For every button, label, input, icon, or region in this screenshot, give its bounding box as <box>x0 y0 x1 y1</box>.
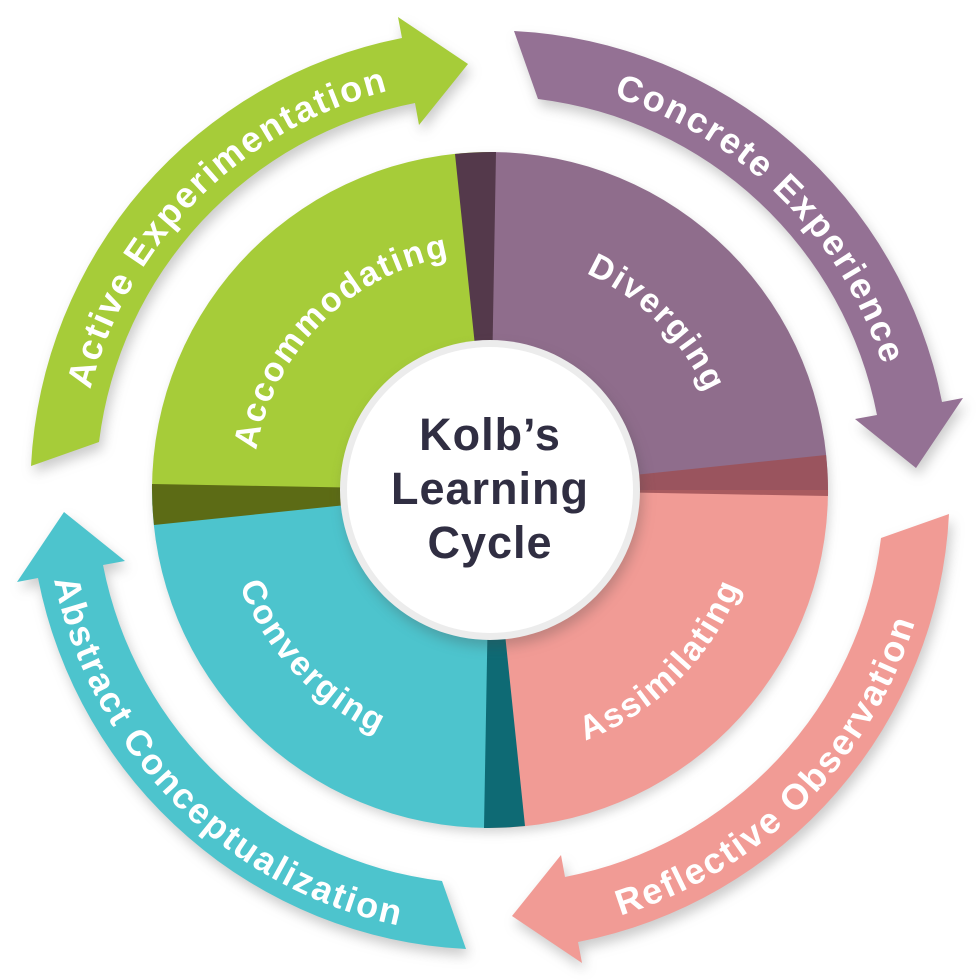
arc-concrete-experience <box>514 31 963 468</box>
center-title-line3: Cycle <box>427 517 552 568</box>
center-title-line2: Learning <box>391 463 589 514</box>
center-title: Kolb’s Learning Cycle <box>391 409 589 568</box>
center-title-line1: Kolb’s <box>419 409 561 460</box>
outer-ring <box>17 17 963 963</box>
center-circle-face <box>347 347 633 633</box>
center-circle <box>340 340 640 640</box>
arc-active-experimentation <box>31 17 468 466</box>
arc-abstract-conceptualization <box>17 512 466 949</box>
arc-reflective-observation <box>512 514 949 963</box>
